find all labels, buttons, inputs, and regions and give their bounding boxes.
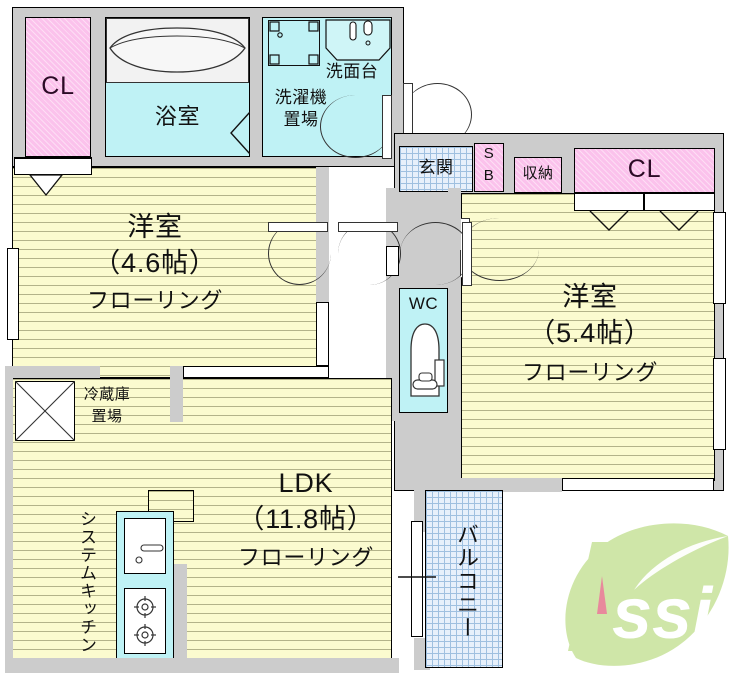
shoe-box <box>474 143 504 192</box>
kitchen-side-wall <box>174 564 187 663</box>
room1-name: 洋室 <box>127 212 183 242</box>
closet-right-marker-1-overlay <box>589 210 629 231</box>
laundry-label-2: 置場 <box>283 110 319 129</box>
storage <box>514 157 562 193</box>
closet-left <box>25 17 91 157</box>
wc-door-jamb-top <box>386 246 399 276</box>
ldk-size: （11.8帖） <box>237 504 375 534</box>
window-right-lower <box>713 358 726 450</box>
shoe-box-label-s: S <box>483 145 495 162</box>
kitchen-sink-faucet <box>135 544 164 564</box>
closet-right-overlay <box>574 148 715 193</box>
balcony <box>425 490 503 668</box>
laundry-door-leaf <box>382 95 392 159</box>
room1-door-opening <box>316 302 329 366</box>
ldk-name: LDK <box>278 468 334 498</box>
ldk <box>12 378 392 670</box>
entrance-door-arc <box>403 83 472 146</box>
laundry-door-arc <box>320 95 391 158</box>
refrigerator-label-1: 冷蔵庫 <box>83 386 131 403</box>
entrance <box>399 146 473 192</box>
bathroom-door-icon <box>230 111 251 155</box>
washing-machine-pan-detail <box>269 21 319 65</box>
wall-bath-laundry-lower <box>250 83 262 157</box>
entrance-label: 玄関 <box>418 158 454 177</box>
assist-logo-text: ssist <box>612 574 733 654</box>
window-room2-balcony <box>562 478 714 491</box>
hall-ldk-door-arc <box>400 222 471 285</box>
shoe-box-label-b: B <box>483 167 495 184</box>
kitchen-stove-burners <box>134 596 156 646</box>
closet-left-panel-overlay <box>14 158 92 175</box>
room1-door-leaf <box>268 222 328 232</box>
ldk-bottom-wall <box>5 658 399 673</box>
western-room-2 <box>461 193 715 481</box>
refrigerator-label-2: 置場 <box>91 408 123 425</box>
wall-stub-vertical <box>170 366 183 422</box>
assist-logo-watermark: ssist <box>540 518 733 673</box>
bathtub-shape <box>109 27 246 73</box>
balcony-door-line <box>398 576 436 578</box>
closet-left-marker-overlay <box>28 174 64 197</box>
laundry-label-1: 洗濯機 <box>274 88 328 107</box>
balcony-sliding-door <box>411 521 423 637</box>
toilet-fixture <box>410 323 445 397</box>
kitchen-label: システムキッチン <box>77 509 97 655</box>
wc-wall-right <box>448 276 461 421</box>
washbasin-label: 洗面台 <box>325 62 379 81</box>
closet-right-marker-2-overlay <box>659 210 699 231</box>
room1-size: （4.6帖） <box>93 248 217 278</box>
balcony-label: バルコニー <box>453 522 479 640</box>
ldk-left-wall <box>5 366 13 666</box>
room2-size: （5.4帖） <box>528 318 652 348</box>
window-left-room1 <box>7 248 19 340</box>
room2-floor: フローリング <box>522 360 658 385</box>
closet-left-label: CL <box>41 72 75 100</box>
closet-right-label-overlay: CL <box>627 155 662 183</box>
room1-floor: フローリング <box>87 288 223 313</box>
refrigerator-space-cross <box>15 381 75 441</box>
closet-right-panel-1-overlay <box>574 193 644 211</box>
bathroom-label: 浴室 <box>154 104 201 129</box>
closet-right-panel-2-overlay <box>644 193 715 211</box>
room1-door-arc <box>268 222 331 285</box>
washing-machine-pan <box>268 20 320 66</box>
hall-ldk-door-leaf <box>462 222 472 286</box>
wc-label: WC <box>408 294 439 313</box>
ldk-floor: フローリング <box>238 545 374 570</box>
window-right-upper <box>713 212 726 304</box>
storage-label: 収納 <box>522 165 554 182</box>
room2-name: 洋室 <box>562 282 618 312</box>
washbasin-fixture <box>325 19 391 61</box>
wall-stub-horizontal <box>12 366 100 378</box>
ldk-upper-opening <box>183 366 329 378</box>
wc-door-leaf <box>338 222 398 232</box>
balcony-top-wall <box>414 478 562 492</box>
wall-bath-laundry <box>250 17 262 83</box>
